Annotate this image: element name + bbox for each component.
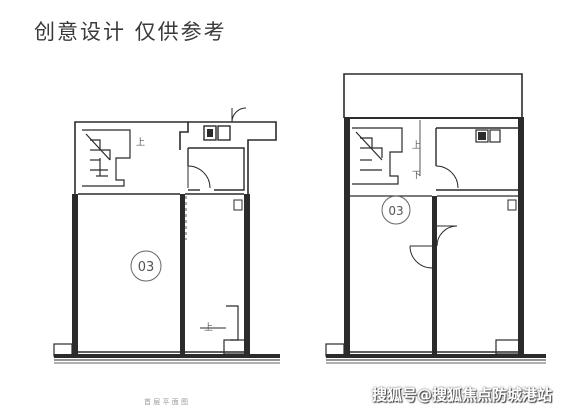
- left-plan-caption: 首 层 平 面 图: [144, 397, 188, 406]
- right-plan-stair-up-label: 上: [412, 140, 421, 151]
- left-plan-outline-top: [74, 121, 189, 194]
- left-plan-wall-right: [244, 194, 250, 354]
- right-plan-door-2: [409, 245, 433, 269]
- left-plan-unit-badge: [130, 250, 162, 282]
- left-plan-wall-left: [72, 194, 78, 354]
- floor-plan-right: [325, 73, 546, 364]
- left-plan-bath: [188, 147, 245, 191]
- watermark: 搜狐号@搜狐焦点防城港站: [372, 386, 553, 404]
- left-plan-stair-label: 上: [136, 137, 145, 148]
- left-plan-stair: [82, 129, 131, 187]
- left-plan-outline-top-right: [188, 121, 277, 194]
- right-plan-door-swing: [435, 165, 459, 189]
- right-plan-stair: [352, 127, 403, 185]
- left-plan-door-swing: [187, 165, 211, 189]
- left-plan-entry-stair-label: 上: [204, 322, 213, 333]
- left-plan-entry-arc: [231, 107, 247, 123]
- page-title: 创意设计 仅供参考: [34, 20, 227, 44]
- left-plan-wall-mid: [180, 194, 185, 354]
- right-plan-stair-down-label: 下: [412, 171, 421, 181]
- left-plan-shaft-1: [203, 125, 217, 141]
- left-plan-shaft-2: [217, 125, 231, 141]
- floor-plan-left: [53, 107, 280, 364]
- right-plan-unit-badge: [381, 195, 411, 225]
- right-plan-unit-number: 03: [388, 204, 403, 218]
- left-plan-unit-number: 03: [138, 260, 155, 275]
- right-plan-roof-frame: [343, 73, 523, 118]
